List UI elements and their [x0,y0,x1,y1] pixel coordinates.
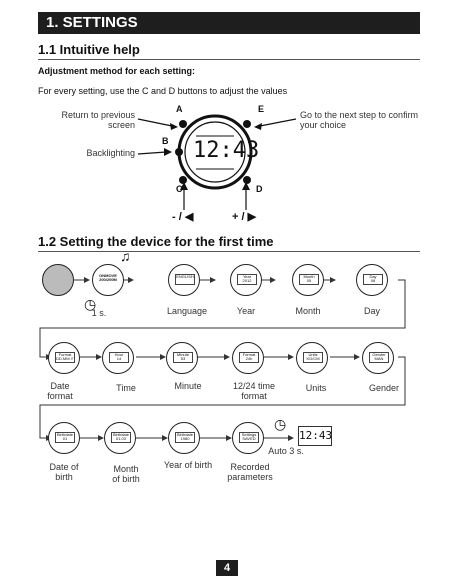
auto-label: Auto 3 s. [268,446,304,456]
label-language: Language [166,306,208,316]
watch-diagram-svg [137,114,297,210]
section-title: 1. SETTINGS [38,12,420,34]
watch-birth-year: Birthdate 1980 [168,422,200,454]
label-month: Month [295,306,321,316]
label-minute: Minute [174,381,202,391]
label-gender: Gender [368,383,400,393]
right-arrow-icon: ▶ [247,211,257,223]
label-date-of-birth: Date of birth [49,462,79,482]
adjust-text: For every setting, use the C and D butto… [38,86,288,96]
final-display: 12:43 [298,426,332,446]
key-a: A [176,104,183,114]
clock-icon: ◷ [274,416,287,432]
label-next: Go to the next step to confirm your choi… [300,110,419,130]
label-time-format: 12/24 time format [232,381,276,401]
watch-minute: Minute 53 [166,342,198,374]
watch-language: ENGLISH [168,264,200,296]
key-e: E [258,104,265,114]
label-year-of-birth: Year of birth [163,460,213,470]
key-d: D [256,184,263,194]
watch-date-format: Format DD.MM.YY [48,342,80,374]
watch-gender: Gender MAN [362,342,394,374]
button-diagram: Return to previous screen Backlighting G… [60,104,420,226]
label-year: Year [236,306,256,316]
label-time: Time [116,383,136,393]
watch-time-format: Format 24h [232,342,264,374]
plus-label: + / ▶ [232,211,257,223]
label-backlighting: Backlighting [86,148,135,158]
key-c: C [176,184,183,194]
watch-units: Units KG/CM [296,342,328,374]
watch-startup: ONMOVE 200/200M [92,264,124,296]
subsection-title-intuitive-help: 1.1 Intuitive help [38,42,140,57]
adjust-heading: Adjustment method for each setting: [38,66,196,76]
display-time: 12:43 [193,138,260,163]
page-number: 4 [216,560,238,576]
wait-label: 1 s. [91,308,107,318]
minus-label: - / ◀ [172,211,194,223]
watch-year: Year 2012 [230,264,262,296]
label-recorded-parameters: Recorded parameters [227,462,273,482]
label-month-of-birth: Month of birth [112,464,140,484]
clock-icon: ◷ [84,296,97,312]
label-date-format: Date format [47,381,73,401]
watch-month: Month 05 [292,264,324,296]
left-arrow-icon: ◀ [184,211,194,223]
divider [38,59,420,60]
watch-saved: Settings SAVED [232,422,264,454]
watch-birth-month: Birthdate 01.03 [104,422,136,454]
watch-birth-day: Birthdate 01 [48,422,80,454]
label-units: Units [305,383,327,393]
watch-hour: Hour 14 [102,342,134,374]
music-note-icon: ♫ [120,248,131,264]
watch-day: Day 08 [356,264,388,296]
divider [38,251,420,252]
key-b: B [162,136,169,146]
watch-off [42,264,74,296]
subsection-title-first-time: 1.2 Setting the device for the first tim… [38,234,274,249]
label-day: Day [363,306,380,316]
label-return: Return to previous screen [61,110,135,130]
flow-connectors [39,277,406,441]
